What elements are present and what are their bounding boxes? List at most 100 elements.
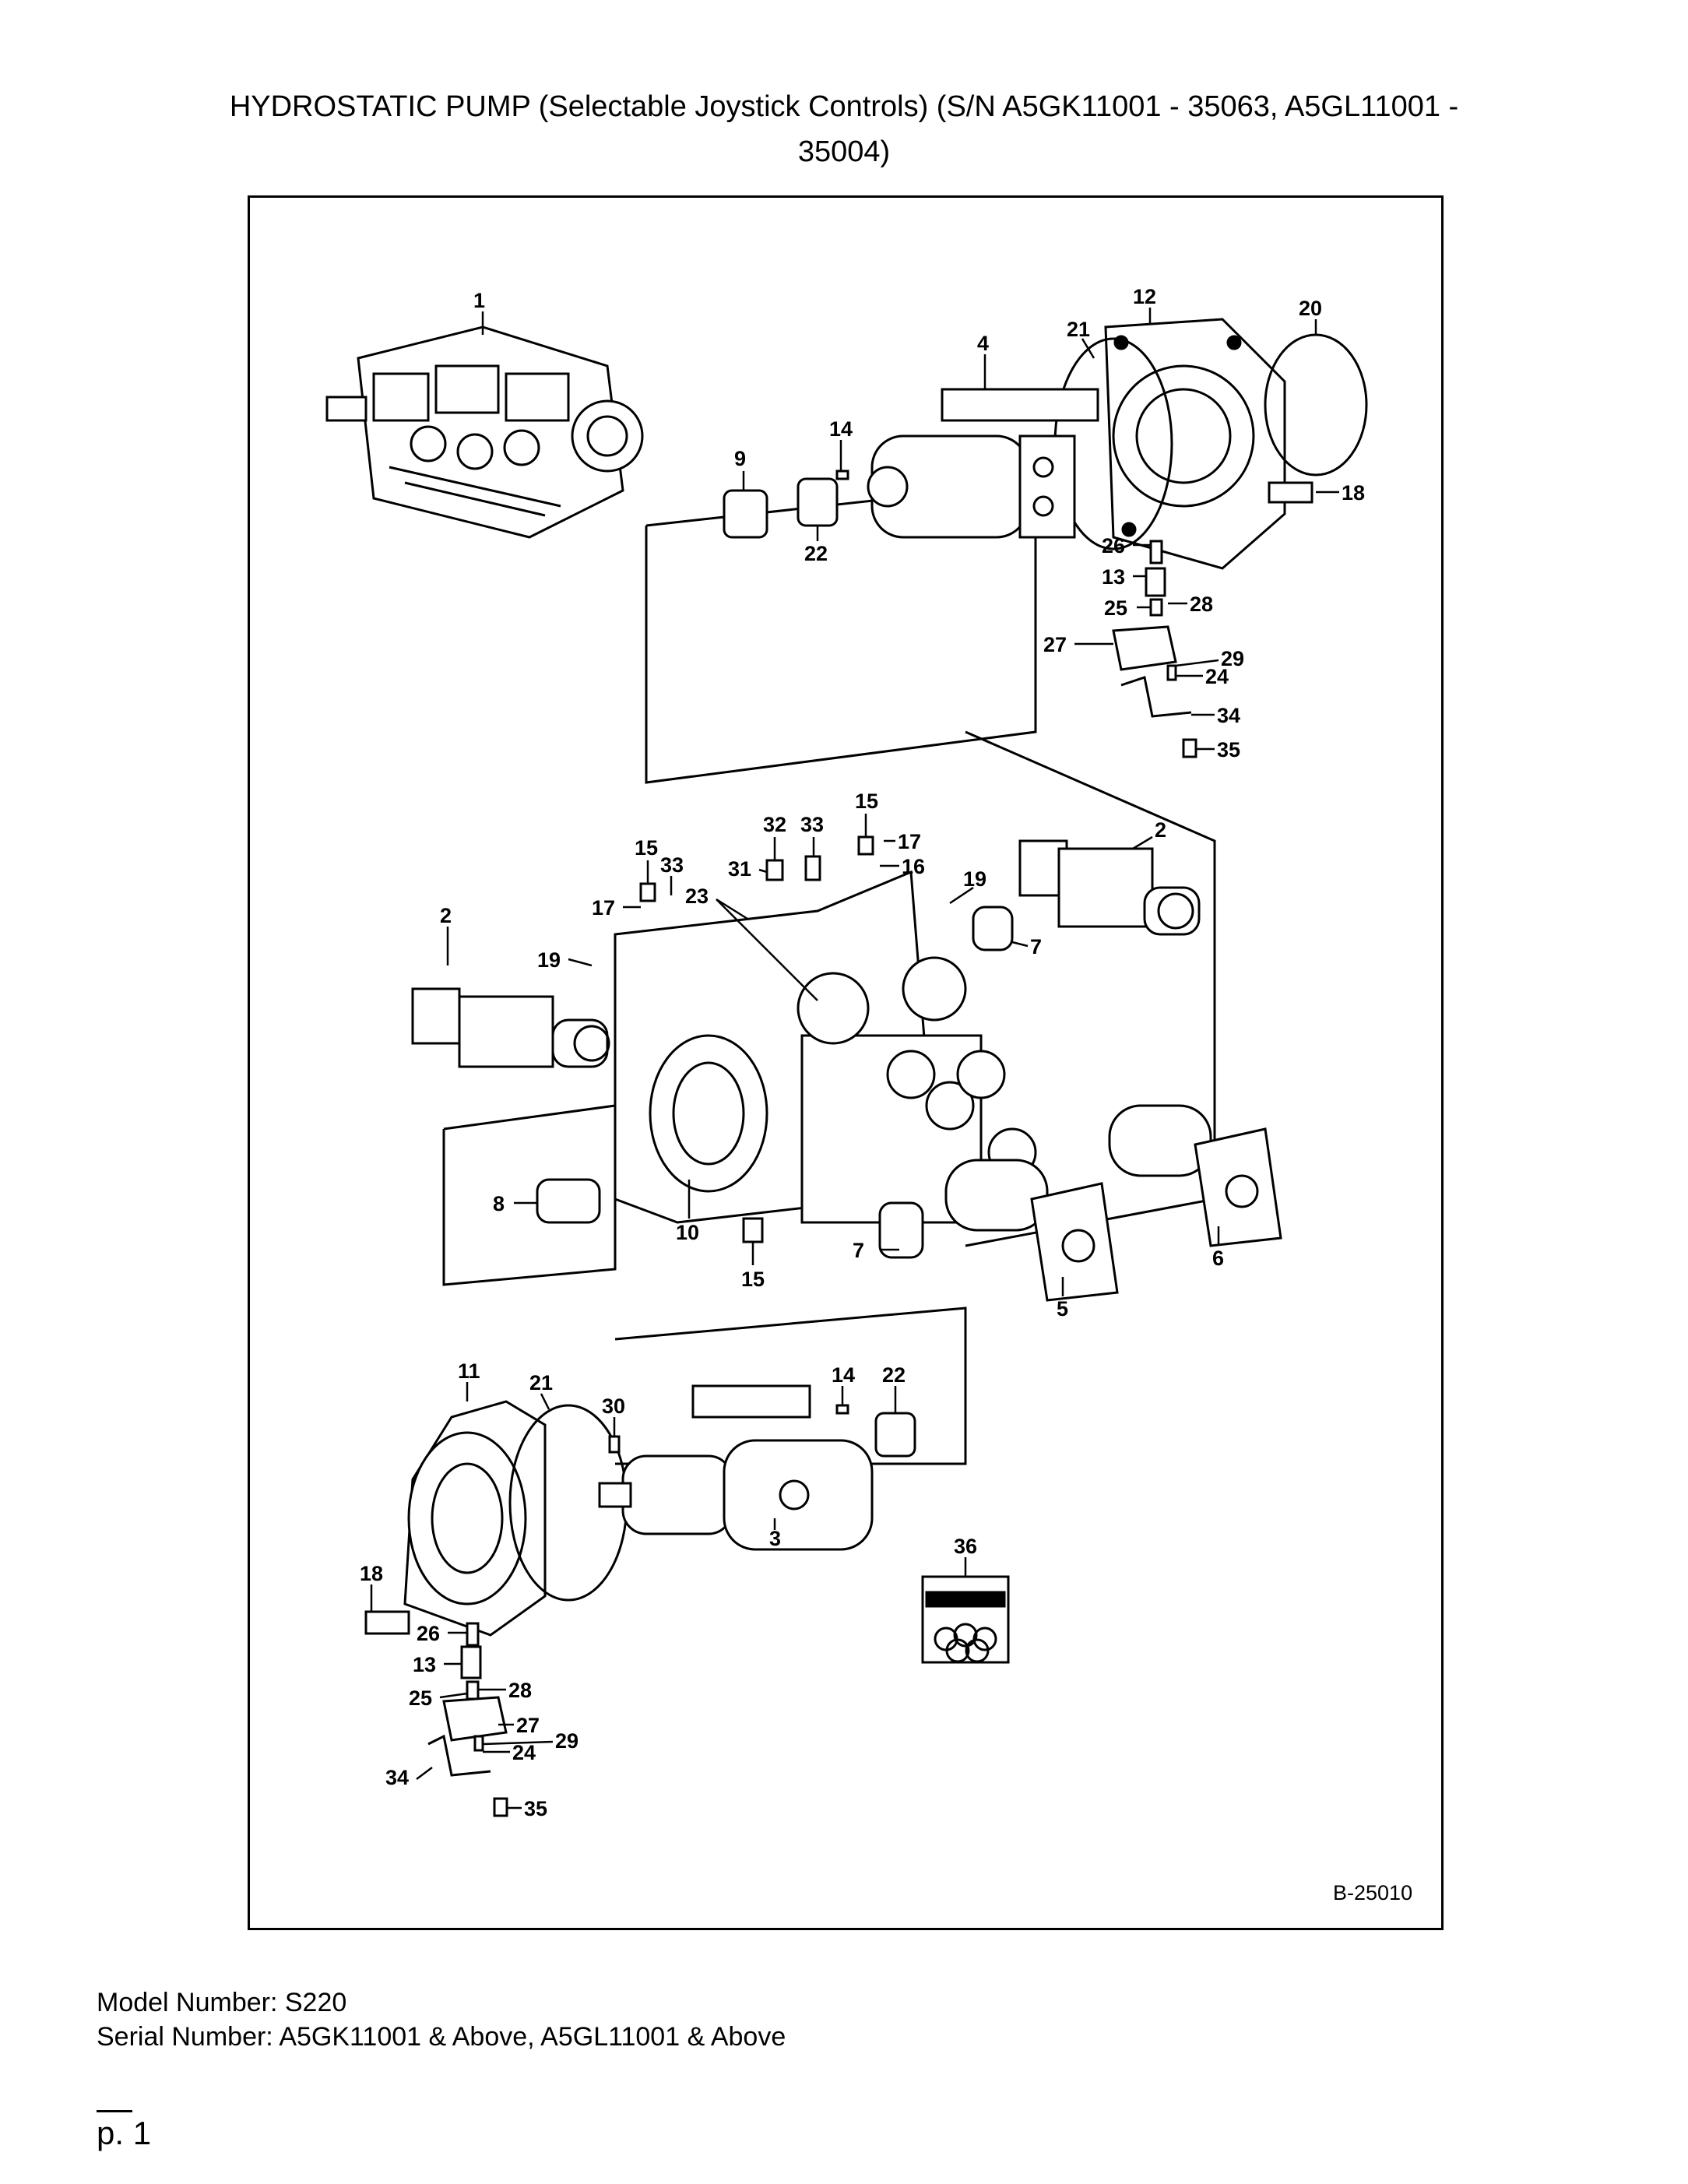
callout-13-lower: 13 bbox=[413, 1653, 436, 1676]
bolt-35-lower bbox=[493, 1797, 508, 1817]
callout-2-left: 2 bbox=[440, 904, 452, 927]
solenoid-valve-left bbox=[411, 987, 610, 1068]
callout-6: 6 bbox=[1212, 1247, 1224, 1270]
callout-28-upper: 28 bbox=[1190, 593, 1213, 616]
callout-18-upper: 18 bbox=[1342, 481, 1365, 505]
spring-28-upper bbox=[1149, 598, 1163, 617]
fitting-15-left bbox=[639, 882, 656, 902]
title-line-2: 35004) bbox=[797, 135, 891, 168]
rotating-group-lower bbox=[598, 1384, 874, 1551]
callout-25-upper: 25 bbox=[1104, 596, 1127, 620]
figure-id: B-25010 bbox=[1333, 1881, 1412, 1904]
plug-26-upper bbox=[1149, 540, 1163, 564]
plug-8 bbox=[536, 1178, 601, 1224]
callout-21-upper: 21 bbox=[1067, 318, 1090, 341]
callout-8: 8 bbox=[493, 1192, 505, 1215]
pump-assembly-part bbox=[325, 325, 644, 539]
callout-33: 33 bbox=[800, 813, 824, 836]
callout-36: 36 bbox=[954, 1535, 977, 1558]
end-housing-part bbox=[1104, 318, 1286, 570]
leader-lines bbox=[370, 308, 1339, 1809]
pin-30 bbox=[608, 1435, 621, 1454]
callout-29-upper: 29 bbox=[1221, 647, 1244, 670]
callout-15-bottom: 15 bbox=[741, 1268, 765, 1291]
fitting-33 bbox=[804, 855, 821, 881]
callout-26-lower: 26 bbox=[417, 1622, 440, 1645]
bracket-34-upper bbox=[1120, 676, 1192, 718]
callout-34-upper: 34 bbox=[1217, 704, 1240, 727]
callout-35-lower: 35 bbox=[524, 1797, 547, 1820]
fitting-15-right bbox=[857, 835, 874, 856]
page-number: p. 1 bbox=[97, 2115, 152, 2151]
seal-kit-label: SEAL KIT bbox=[929, 1581, 975, 1592]
callout-28-lower: 28 bbox=[508, 1679, 532, 1702]
callout-1: 1 bbox=[473, 289, 485, 312]
bearing-9 bbox=[723, 489, 768, 539]
model-number: Model Number: S220 bbox=[97, 1988, 347, 2017]
callout-5: 5 bbox=[1057, 1297, 1068, 1321]
bearing-22-upper bbox=[797, 477, 839, 527]
bolt-18-lower bbox=[364, 1610, 410, 1635]
diagram-frame bbox=[248, 195, 1444, 1930]
callout-18-lower: 18 bbox=[360, 1562, 383, 1585]
callout-4: 4 bbox=[977, 332, 989, 355]
callout-22-upper: 22 bbox=[804, 542, 828, 565]
callout-2-right: 2 bbox=[1155, 818, 1166, 842]
callout-23: 23 bbox=[685, 885, 709, 908]
callout-31: 31 bbox=[728, 857, 751, 881]
relief-valve-7-lower bbox=[878, 1201, 924, 1259]
callout-19-left: 19 bbox=[537, 948, 561, 972]
callout-26-upper: 26 bbox=[1102, 534, 1125, 557]
group-connector-left bbox=[442, 1104, 617, 1286]
callout-22-lower: 22 bbox=[882, 1363, 906, 1387]
callout-14-upper: 14 bbox=[829, 417, 853, 441]
key-14-upper bbox=[835, 470, 849, 480]
callout-13-upper: 13 bbox=[1102, 565, 1125, 589]
charge-pump-5 bbox=[944, 1159, 1119, 1302]
spring-28-lower bbox=[466, 1680, 480, 1700]
serial-number: Serial Number: A5GK11001 & Above, A5GL11… bbox=[97, 2022, 786, 2052]
bracket-34-lower bbox=[427, 1734, 491, 1777]
callout-7-upper: 7 bbox=[1030, 935, 1042, 958]
callout-24-upper: 24 bbox=[1205, 665, 1229, 688]
screw-29-lower bbox=[473, 1735, 484, 1752]
callout-20: 20 bbox=[1299, 297, 1322, 320]
valve-13-upper bbox=[1145, 567, 1166, 597]
screw-29-upper bbox=[1166, 664, 1177, 681]
callout-27-lower: 27 bbox=[516, 1714, 540, 1737]
seal-kit-part bbox=[921, 1575, 1010, 1664]
callout-17-right: 17 bbox=[898, 830, 921, 853]
bearing-22-lower bbox=[874, 1412, 916, 1458]
rotating-group-upper bbox=[867, 388, 1099, 539]
callout-32: 32 bbox=[763, 813, 786, 836]
sensor-27-upper bbox=[1112, 625, 1177, 671]
page-title: HYDROSTATIC PUMP (Selectable Joystick Co… bbox=[93, 84, 1595, 174]
callout-7-lower: 7 bbox=[853, 1239, 864, 1262]
valve-13-lower bbox=[460, 1645, 482, 1679]
callout-14-lower: 14 bbox=[832, 1363, 855, 1387]
callout-24-lower: 24 bbox=[512, 1741, 536, 1764]
plug-26-lower bbox=[466, 1622, 480, 1647]
relief-valve-7-upper bbox=[972, 906, 1014, 951]
center-housing-part bbox=[614, 870, 1037, 1224]
sensor-27-lower bbox=[442, 1696, 508, 1742]
solenoid-valve-right bbox=[1018, 839, 1201, 936]
callout-3: 3 bbox=[769, 1527, 781, 1550]
callout-27-upper: 27 bbox=[1043, 633, 1067, 656]
callout-25-lower: 25 bbox=[409, 1686, 432, 1710]
callout-9: 9 bbox=[734, 447, 746, 470]
end-housing-lower bbox=[403, 1400, 547, 1637]
callout-17-left: 17 bbox=[592, 896, 615, 920]
callout-10: 10 bbox=[676, 1221, 699, 1244]
fitting-15-bottom bbox=[742, 1217, 764, 1243]
callout-21-lower: 21 bbox=[529, 1371, 553, 1394]
bolt-35-upper bbox=[1182, 738, 1197, 758]
callout-15-left: 15 bbox=[635, 836, 658, 860]
fitting-32 bbox=[765, 859, 784, 881]
callout-35-upper: 35 bbox=[1217, 738, 1240, 761]
callout-12: 12 bbox=[1133, 285, 1156, 308]
key-14-lower bbox=[835, 1404, 849, 1415]
title-line-1: HYDROSTATIC PUMP (Selectable Joystick Co… bbox=[229, 90, 1459, 123]
callout-15-right: 15 bbox=[855, 790, 878, 813]
callout-30: 30 bbox=[602, 1394, 625, 1418]
